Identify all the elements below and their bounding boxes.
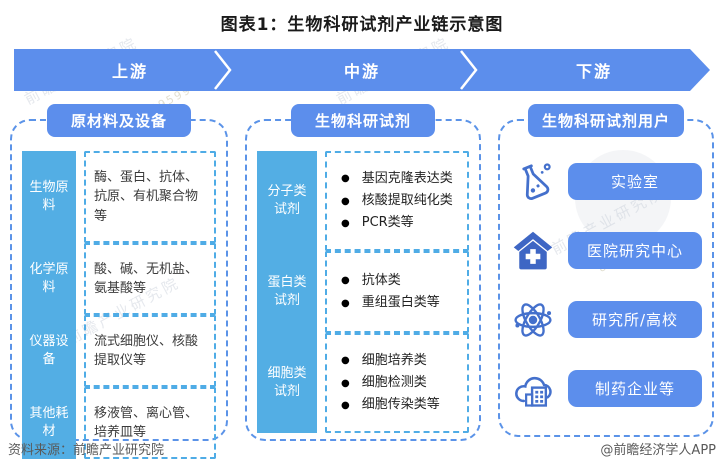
bullet-item: 核酸提取纯化类	[341, 190, 453, 212]
bullet-item: 细胞检测类	[341, 372, 440, 394]
reagent-row: 蛋白类试剂 抗体类 重组蛋白类等	[257, 251, 469, 333]
category-label: 蛋白类试剂	[257, 251, 317, 333]
column-users: 生物科研试剂用户	[498, 104, 714, 437]
bullet-item: 重组蛋白类等	[341, 292, 440, 314]
user-button-pharma[interactable]: 制药企业等	[568, 370, 702, 407]
user-button-institute[interactable]: 研究所/高校	[568, 301, 702, 338]
user-item-laboratory: 实验室	[508, 159, 704, 205]
category-detail: 抗体类 重组蛋白类等	[325, 251, 469, 333]
category-label: 其他耗材	[22, 387, 76, 459]
category-label: 生物原料	[22, 151, 76, 243]
chevron-separator-icon	[458, 49, 480, 91]
reagent-row: 细胞类试剂 细胞培养类 细胞检测类 细胞传染类等	[257, 333, 469, 433]
material-row: 生物原料 酶、蛋白、抗体、抗原、有机聚合物等	[22, 151, 216, 243]
category-detail: 酶、蛋白、抗体、抗原、有机聚合物等	[84, 151, 216, 243]
category-detail: 移液管、离心管、培养皿等	[84, 387, 216, 459]
source-note: 资料来源：前瞻产业研究院	[8, 443, 165, 458]
column-header: 生物科研试剂用户	[527, 104, 685, 137]
category-detail: 酸、碱、无机盐、氨基酸等	[84, 243, 216, 315]
column-body: 分子类试剂 基因克隆表达类 核酸提取纯化类 PCR类等 蛋白类试剂 抗体类	[245, 119, 481, 441]
user-item-pharma: 制药企业等	[508, 366, 704, 412]
column-body: 实验室 医院研究中心	[498, 119, 714, 437]
chevron-separator-icon	[212, 49, 234, 91]
stage-upstream: 上游	[111, 62, 148, 81]
stage-downstream: 下游	[575, 62, 612, 81]
bullet-item: 细胞传染类等	[341, 394, 440, 416]
flask-icon	[510, 159, 556, 205]
footer: 资料来源：前瞻产业研究院 @前瞻经济学人APP	[8, 439, 716, 458]
stage-midstream: 中游	[343, 62, 380, 81]
category-detail: 流式细胞仪、核酸提取仪等	[84, 315, 216, 387]
credit-note: @前瞻经济学人APP	[600, 443, 716, 458]
category-label: 化学原料	[22, 243, 76, 315]
category-label: 分子类试剂	[257, 151, 317, 251]
user-item-hospital: 医院研究中心	[508, 228, 704, 274]
page-title: 图表1：生物科研试剂产业链示意图	[220, 15, 504, 35]
bullet-item: 抗体类	[341, 270, 440, 292]
bullet-item: PCR类等	[341, 212, 453, 234]
flow-arrow-band: 上游 中游 下游	[14, 49, 710, 91]
column-raw-materials: 原材料及设备 生物原料 酶、蛋白、抗体、抗原、有机聚合物等 化学原料 酸、碱、无…	[10, 104, 228, 459]
column-body: 生物原料 酶、蛋白、抗体、抗原、有机聚合物等 化学原料 酸、碱、无机盐、氨基酸等…	[10, 119, 228, 459]
columns-container: 原材料及设备 生物原料 酶、蛋白、抗体、抗原、有机聚合物等 化学原料 酸、碱、无…	[10, 104, 714, 459]
column-header: 生物科研试剂	[290, 104, 436, 137]
material-row: 化学原料 酸、碱、无机盐、氨基酸等	[22, 243, 216, 315]
user-button-laboratory[interactable]: 实验室	[568, 163, 702, 200]
hospital-icon	[510, 228, 556, 274]
user-item-institute: 研究所/高校	[508, 297, 704, 343]
category-detail: 基因克隆表达类 核酸提取纯化类 PCR类等	[325, 151, 469, 251]
bullet-item: 基因克隆表达类	[341, 168, 453, 190]
category-label: 细胞类试剂	[257, 333, 317, 433]
material-row: 仪器设备 流式细胞仪、核酸提取仪等	[22, 315, 216, 387]
atom-icon	[510, 297, 556, 343]
cloud-building-icon	[510, 366, 556, 412]
reagent-row: 分子类试剂 基因克隆表达类 核酸提取纯化类 PCR类等	[257, 151, 469, 251]
user-button-hospital[interactable]: 医院研究中心	[568, 232, 702, 269]
column-reagents: 生物科研试剂 分子类试剂 基因克隆表达类 核酸提取纯化类 PCR类等 蛋白类试剂	[245, 104, 481, 441]
category-label: 仪器设备	[22, 315, 76, 387]
column-header: 原材料及设备	[46, 104, 192, 137]
category-detail: 细胞培养类 细胞检测类 细胞传染类等	[325, 333, 469, 433]
material-row: 其他耗材 移液管、离心管、培养皿等	[22, 387, 216, 459]
bullet-item: 细胞培养类	[341, 350, 440, 372]
